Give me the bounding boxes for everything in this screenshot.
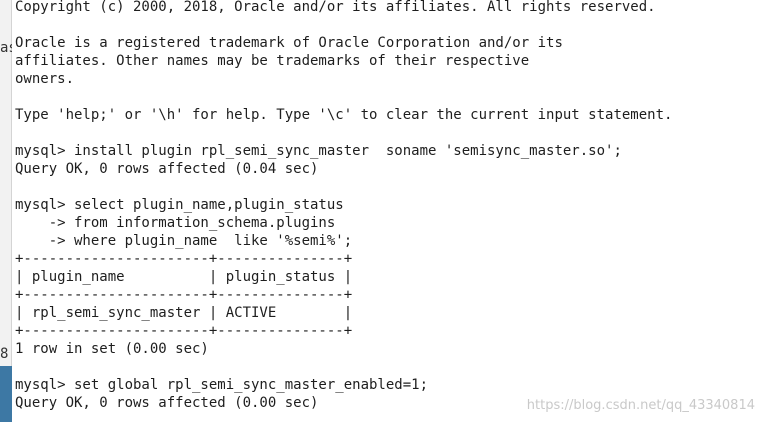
result-table-border: +----------------------+---------------+: [15, 323, 353, 339]
terminal-line-set-command: mysql> set global rpl_semi_sync_master_e…: [15, 377, 429, 393]
background-window-number-fragment: 8: [0, 346, 9, 362]
terminal-line-copyright: Copyright (c) 2000, 2018, Oracle and/or …: [15, 0, 656, 15]
terminal-line-trademark-3: owners.: [15, 71, 75, 87]
terminal-line-help: Type 'help;' or '\h' for help. Type '\c'…: [15, 107, 673, 123]
terminal-line-trademark-1: Oracle is a registered trademark of Orac…: [15, 35, 563, 51]
terminal-line-trademark-2: affiliates. Other names may be trademark…: [15, 53, 530, 69]
background-window-edge: as 8: [0, 0, 12, 422]
result-table-data-row: | rpl_semi_sync_master | ACTIVE |: [15, 305, 353, 321]
terminal-line-install-command: mysql> install plugin rpl_semi_sync_mast…: [15, 143, 622, 159]
terminal-line-row-count: 1 row in set (0.00 sec): [15, 341, 209, 357]
terminal-line-select-continuation: -> from information_schema.plugins: [15, 215, 336, 231]
terminal-output[interactable]: Copyright (c) 2000, 2018, Oracle and/or …: [15, 0, 763, 422]
background-window-text-fragment: as: [0, 40, 12, 56]
terminal-line-set-result: Query OK, 0 rows affected (0.00 sec): [15, 395, 319, 411]
watermark-url: https://blog.csdn.net/qq_43340814: [526, 398, 755, 413]
result-table-header-row: | plugin_name | plugin_status |: [15, 269, 353, 285]
terminal-line-install-result: Query OK, 0 rows affected (0.04 sec): [15, 161, 319, 177]
background-window-accent-bar: [0, 366, 12, 422]
terminal-line-select-continuation: -> where plugin_name like '%semi%';: [15, 233, 353, 249]
terminal-line-select-command: mysql> select plugin_name,plugin_status: [15, 197, 344, 213]
result-table-border: +----------------------+---------------+: [15, 251, 353, 267]
result-table-border: +----------------------+---------------+: [15, 287, 353, 303]
